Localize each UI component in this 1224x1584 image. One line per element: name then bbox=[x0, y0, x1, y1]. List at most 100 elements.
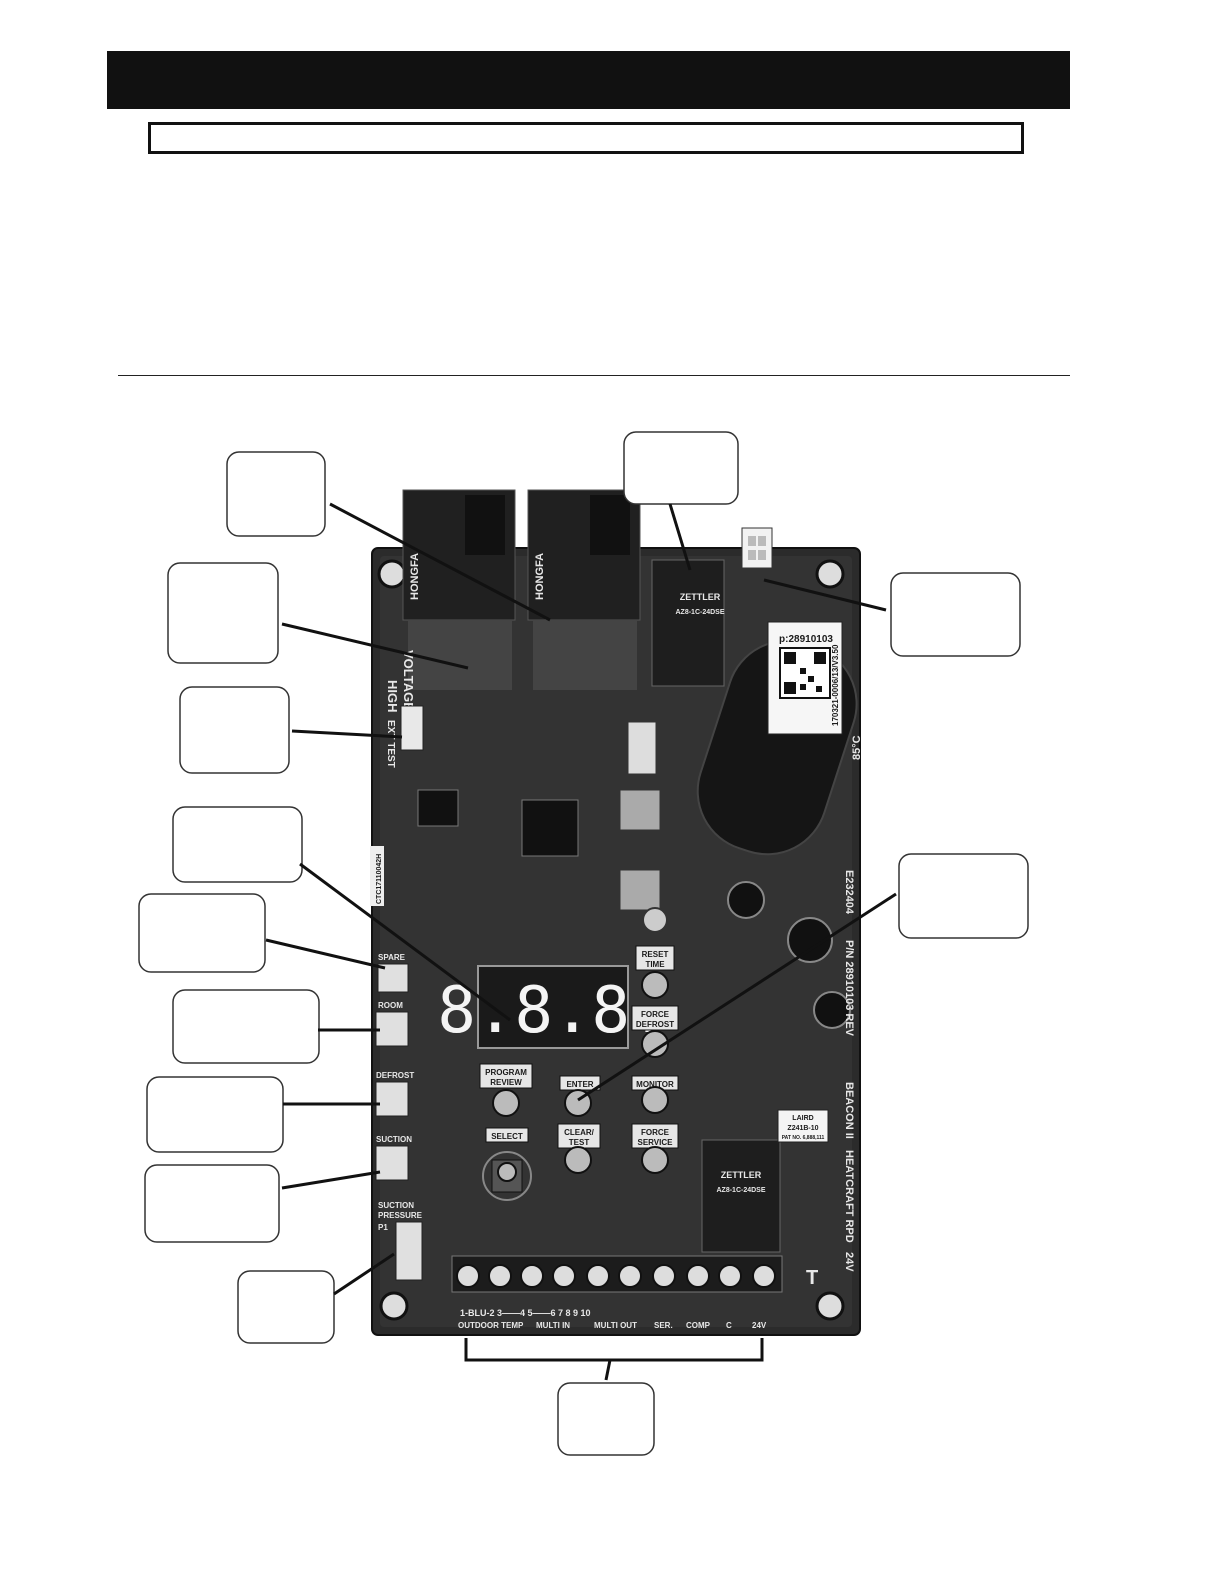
relay-right-brand: HONGFA bbox=[534, 553, 546, 600]
clear-test-label-1: CLEAR/ bbox=[564, 1128, 595, 1137]
mount-hole-bottom-left bbox=[379, 1291, 409, 1321]
laird-sticker: LAIRD Z241B-10 PAT NO. 6,888,111 bbox=[777, 1109, 829, 1143]
callout-box-enter bbox=[898, 853, 1029, 939]
terminal-c: C bbox=[726, 1321, 732, 1330]
barcode-text: CTC17110042H bbox=[376, 854, 383, 904]
terminal-outdoor-temp: OUTDOOR TEMP bbox=[458, 1321, 524, 1330]
callout-box-small-relay bbox=[623, 431, 739, 505]
callout-box-suction bbox=[144, 1164, 280, 1243]
callout-box-power-connector bbox=[890, 572, 1021, 657]
room-label: ROOM bbox=[378, 1001, 403, 1010]
enter-label: ENTER bbox=[566, 1080, 593, 1089]
board-id-line4: HEATCRAFT RPD bbox=[843, 1150, 855, 1243]
ext-test-connector bbox=[400, 705, 424, 751]
leader-lines bbox=[265, 502, 897, 1381]
board-id-text: E232404 P/N 28910103 REV BEACON II HEATC… bbox=[843, 870, 855, 1272]
reset-time-button[interactable]: RESET TIME bbox=[635, 945, 675, 999]
seven-segment-display: 8.8.8. bbox=[437, 965, 669, 1049]
terminal-comp: COMP bbox=[686, 1321, 711, 1330]
suction-pressure-label-1: SUCTION bbox=[378, 1201, 414, 1210]
suction-connector: SUCTION bbox=[375, 1135, 412, 1181]
small-relay-top-model: AZ8-1C-24DSE bbox=[675, 609, 724, 616]
electrolytic-cap-4 bbox=[642, 907, 668, 933]
program-review-label-2: REVIEW bbox=[490, 1078, 522, 1087]
small-relay-bottom-model: AZ8-1C-24DSE bbox=[716, 1187, 765, 1194]
electrolytic-cap-2 bbox=[787, 917, 833, 963]
clear-test-button[interactable]: CLEAR/ TEST bbox=[557, 1123, 601, 1174]
defrost-label: DEFROST bbox=[376, 1071, 414, 1080]
callout-box-relay-2 bbox=[226, 451, 326, 537]
top-right-connector bbox=[741, 527, 773, 569]
force-defrost-label-1: FORCE bbox=[641, 1010, 670, 1019]
mount-hole-top-right bbox=[815, 559, 845, 589]
callout-box-ext-test bbox=[179, 686, 290, 774]
ext-test-label: EXT TEST bbox=[385, 720, 396, 768]
callout-box-spare bbox=[138, 893, 266, 973]
laird-line1: LAIRD bbox=[792, 1115, 813, 1122]
callouts bbox=[138, 431, 1029, 1456]
ic-small bbox=[417, 789, 459, 827]
suction-pressure-label-2: PRESSURE bbox=[378, 1211, 423, 1220]
mount-hole-bottom-right bbox=[815, 1291, 845, 1321]
force-defrost-label-2: DEFROST bbox=[636, 1020, 674, 1029]
callout-box-room bbox=[172, 989, 320, 1064]
small-relay-top-brand: ZETTLER bbox=[680, 592, 721, 602]
laird-line3: PAT NO. 6,888,111 bbox=[782, 1135, 825, 1141]
divider-rule bbox=[118, 375, 1070, 376]
force-defrost-button[interactable]: FORCE DEFROST bbox=[631, 1005, 679, 1058]
relay-left-brand: HONGFA bbox=[409, 553, 421, 600]
high-voltage-line1: HIGH bbox=[385, 680, 400, 713]
program-review-button[interactable]: PROGRAM REVIEW bbox=[479, 1063, 533, 1117]
program-review-label-1: PROGRAM bbox=[485, 1068, 527, 1077]
spare-label: SPARE bbox=[378, 953, 406, 962]
monitor-button[interactable]: MONITOR bbox=[631, 1075, 679, 1114]
terminal-block: 1-BLU-2 3——4 5——6 7 8 9 10 OUTDOOR TEMP … bbox=[451, 1255, 783, 1330]
laird-line2: Z241B-10 bbox=[787, 1125, 818, 1132]
qr-label-top: p:28910103 bbox=[779, 634, 833, 645]
electrolytic-cap-3 bbox=[813, 991, 851, 1029]
force-service-label-2: SERVICE bbox=[638, 1138, 674, 1147]
small-relay-bottom-brand: ZETTLER bbox=[721, 1170, 762, 1180]
terminal-24v: 24V bbox=[752, 1321, 767, 1330]
p1-label: P1 bbox=[378, 1223, 388, 1232]
force-service-label-1: FORCE bbox=[641, 1128, 670, 1137]
terminal-multi-in: MULTI IN bbox=[536, 1321, 570, 1330]
select-knob[interactable]: SELECT bbox=[482, 1127, 532, 1201]
suction-pressure-connector: SUCTION PRESSURE P1 bbox=[378, 1201, 423, 1281]
mount-hole-top-left bbox=[377, 559, 407, 589]
clear-test-label-2: TEST bbox=[569, 1138, 590, 1147]
display-digits: 8.8.8. bbox=[437, 974, 668, 1048]
callout-box-suction-pressure bbox=[237, 1270, 335, 1344]
room-connector: ROOM bbox=[375, 1001, 409, 1047]
callout-box-display bbox=[172, 806, 303, 883]
figure-title-box bbox=[148, 122, 1024, 154]
high-voltage-line2: VOLTAGE bbox=[401, 650, 416, 711]
terminal-screws bbox=[456, 1264, 776, 1288]
force-service-button[interactable]: FORCE SERVICE bbox=[631, 1123, 679, 1174]
board-id-line3: BEACON II bbox=[843, 1082, 855, 1139]
suction-label: SUCTION bbox=[376, 1135, 412, 1144]
terminal-numbers: 1-BLU-2 3——4 5——6 7 8 9 10 bbox=[460, 1308, 591, 1318]
board-id-line1: E232404 bbox=[843, 870, 855, 915]
electrolytic-cap-1 bbox=[727, 881, 765, 919]
qr-label-side: 170321-0006/13/V3.50 bbox=[831, 644, 840, 726]
monitor-label: MONITOR bbox=[636, 1080, 674, 1089]
microcontroller-chip bbox=[521, 799, 579, 857]
spare-connector: SPARE bbox=[377, 953, 409, 993]
small-relay-bottom: ZETTLER AZ8-1C-24DSE bbox=[701, 1139, 781, 1253]
capacitor: p:28910103 170321-0006/13/V3.50 85°C bbox=[696, 621, 863, 856]
capacitor-temp: 85°C bbox=[851, 735, 863, 760]
board-id-line2: P/N 28910103 REV bbox=[843, 940, 855, 1037]
small-relay-top: ZETTLER AZ8-1C-24DSE bbox=[651, 559, 725, 687]
callout-box-defrost bbox=[146, 1076, 284, 1153]
terminal-multi-out: MULTI OUT bbox=[594, 1321, 637, 1330]
section-header-bar bbox=[107, 51, 1070, 109]
select-label: SELECT bbox=[491, 1132, 523, 1141]
high-voltage-label: HIGH VOLTAGE EXT TEST bbox=[385, 650, 416, 768]
callout-box-terminal-block bbox=[557, 1382, 655, 1456]
reset-time-label-2: TIME bbox=[645, 960, 665, 969]
heat-sink bbox=[619, 721, 661, 911]
relay-right: HONGFA bbox=[527, 489, 641, 690]
relay-left: HONGFA bbox=[402, 489, 516, 690]
